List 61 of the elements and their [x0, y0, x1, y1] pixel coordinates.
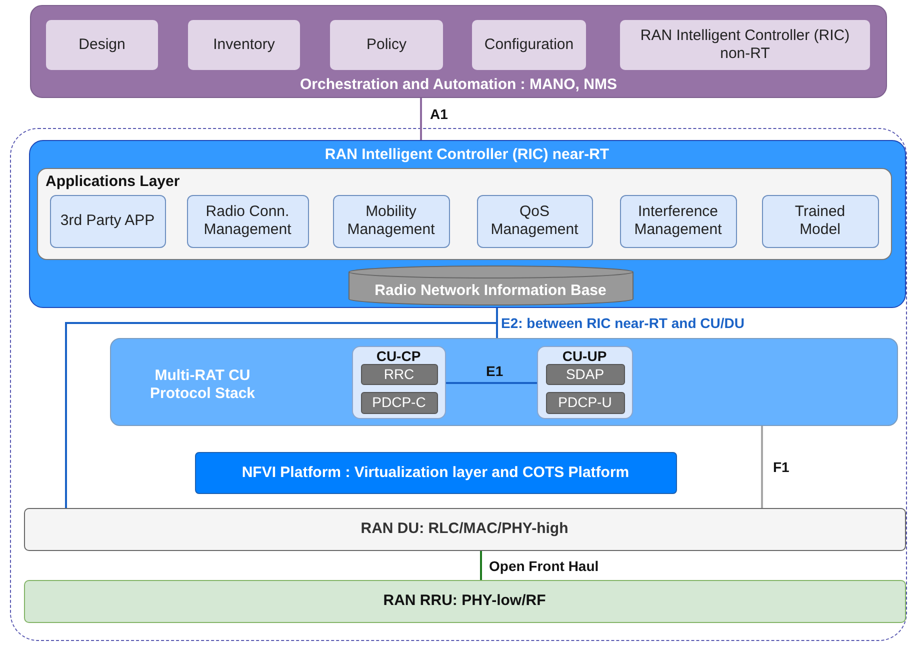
distributed-unit-bar [24, 508, 906, 550]
label-text: Configuration [484, 36, 574, 54]
label-text: Trained Model [794, 203, 846, 239]
label-text: PDCP-C [372, 394, 426, 411]
layer-panel [36, 168, 892, 260]
label-text: Interference Management [633, 203, 723, 239]
label-text: Multi-RAT CU Protocol Stack [148, 366, 256, 402]
function-box [330, 20, 443, 70]
label-text: Applications Layer [46, 172, 180, 190]
label-text: RAN Intelligent Controller (RIC) near-RT [324, 146, 610, 164]
protocol-layer-box [546, 392, 624, 414]
protocol-layer-box [360, 392, 438, 414]
platform-box [194, 452, 676, 494]
application-box [620, 194, 736, 248]
label-text: Policy [366, 36, 406, 54]
label-text: 3rd Party APP [60, 212, 155, 230]
application-box [476, 194, 592, 248]
connector-line [496, 308, 498, 338]
unit-box [352, 346, 446, 418]
radio-unit-bar [24, 580, 906, 622]
label-text: QoS Management [490, 203, 580, 239]
edge-label: F1 [771, 459, 792, 475]
function-box [46, 20, 158, 70]
label-text: SDAP [566, 366, 604, 382]
application-box [186, 194, 308, 248]
connector-line [420, 98, 422, 140]
function-box [620, 20, 870, 70]
protocol-layer-box [546, 364, 624, 384]
label-text: RAN RRU: PHY-low/RF [383, 592, 546, 610]
application-box [762, 194, 878, 248]
orchestration-panel [30, 5, 887, 98]
label-text: RAN DU: RLC/MAC/PHY-high [360, 520, 568, 538]
label-text: CU-UP [561, 348, 608, 364]
unit-box [536, 346, 632, 418]
database-cylinder [348, 264, 634, 306]
label-text: Design [78, 36, 126, 54]
dashed-boundary [10, 128, 907, 641]
label-text: PDCP-U [558, 394, 612, 411]
label-text: Radio Network Information Base [374, 282, 608, 300]
label-text: Inventory [213, 36, 275, 54]
label-text: Mobility Management [346, 203, 436, 239]
label-text: Radio Conn. Management [202, 203, 292, 239]
label-text: NFVI Platform : Virtualization layer and COTS Platform [242, 464, 630, 482]
connector-line [761, 426, 763, 508]
label-text: Orchestration and Automation : MANO, NMS [299, 76, 618, 94]
application-box [332, 194, 450, 248]
edge-label: A1 [428, 106, 450, 122]
label-text: CU-CP [375, 348, 422, 364]
application-box [50, 194, 166, 248]
edge-label: E1 [484, 363, 506, 379]
edge-label: Open Front Haul [487, 558, 601, 574]
protocol-stack-panel [110, 338, 898, 426]
label-text: RAN Intelligent Controller (RIC) non-RT [639, 27, 851, 63]
connector-line [480, 551, 482, 580]
protocol-layer-box [360, 364, 438, 384]
function-box [472, 20, 586, 70]
function-box [188, 20, 300, 70]
label-text: RRC [384, 366, 414, 382]
controller-panel [28, 140, 906, 308]
edge-label: E2: between RIC near-RT and CU/DU [499, 315, 746, 331]
connector-line [446, 382, 537, 384]
